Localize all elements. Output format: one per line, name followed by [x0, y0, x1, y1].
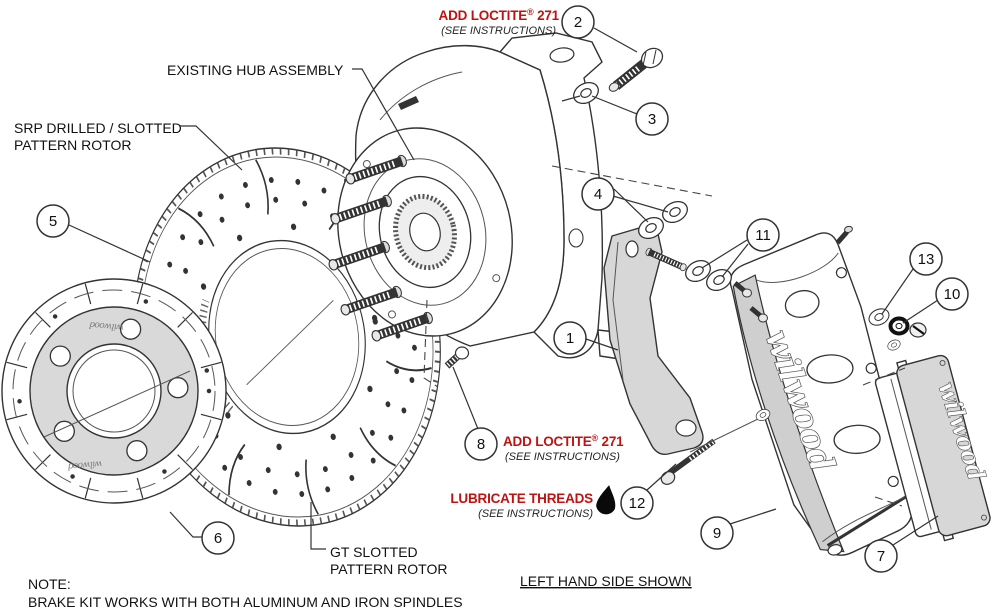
- caliper-bracket: [603, 224, 704, 456]
- bleed-screw: [909, 322, 927, 338]
- svg-text:6: 6: [214, 530, 222, 547]
- leader-lines: [68, 27, 939, 550]
- see-instructions-top: (SEE INSTRUCTIONS): [441, 25, 556, 37]
- callout-11: 11: [746, 218, 780, 252]
- svg-text:4: 4: [594, 186, 602, 203]
- caliper-side-face: [732, 274, 845, 553]
- hub-assembly: [316, 127, 513, 354]
- washer: [658, 196, 692, 228]
- svg-text:13: 13: [918, 251, 935, 268]
- add-loctite-top-label: ADD LOCTITE® 271: [439, 7, 560, 23]
- hub-bolt: [608, 47, 664, 92]
- shield-vent-slot: [398, 96, 419, 110]
- rotor-hat: wilwood wilwood: [1, 278, 227, 504]
- callout-5: 5: [36, 204, 70, 238]
- add-loctite-mid-label: ADD LOCTITE® 271: [503, 433, 624, 449]
- flanged-nut: [888, 316, 910, 336]
- washer: [865, 305, 893, 329]
- brake-pads: wilwood: [874, 354, 992, 542]
- callout-10: 10: [935, 277, 969, 311]
- callout-8: 8: [464, 427, 498, 461]
- callout-4: 4: [581, 177, 615, 211]
- callout-9: 9: [700, 516, 734, 550]
- callout-7: 7: [864, 539, 898, 573]
- small-bolt: [444, 346, 470, 369]
- lubricate-threads-label: LUBRICATE THREADS: [450, 491, 593, 506]
- svg-text:10: 10: [944, 286, 961, 303]
- see-instructions-bottom: (SEE INSTRUCTIONS): [478, 508, 593, 520]
- note-label: NOTE:: [28, 576, 71, 592]
- see-instructions-mid: (SEE INSTRUCTIONS): [505, 451, 620, 463]
- srp-rotor-label-line2: PATTERN ROTOR: [14, 137, 131, 153]
- svg-text:8: 8: [477, 436, 485, 453]
- callout-2: 2: [561, 5, 595, 39]
- svg-text:12: 12: [629, 495, 646, 512]
- svg-text:1: 1: [566, 330, 574, 347]
- callout-12: 12: [620, 486, 654, 520]
- wilwood-logo-hat-bottom: wilwood: [67, 458, 103, 471]
- pad-backing-plate: [896, 354, 991, 537]
- callout-13: 13: [909, 242, 943, 276]
- wilwood-logo-hat-top: wilwood: [89, 319, 125, 332]
- washer: [885, 337, 903, 353]
- pad-retainer-rod: [826, 493, 911, 547]
- callout-1: 1: [553, 321, 587, 355]
- caliper: wilwood: [729, 225, 913, 556]
- callout-6: 6: [201, 521, 235, 555]
- svg-text:3: 3: [648, 111, 656, 128]
- gt-rotor-label-line1: GT SLOTTED: [330, 544, 418, 560]
- existing-hub-label: EXISTING HUB ASSEMBLY: [167, 62, 344, 78]
- caliper-mount-bolts: [733, 281, 768, 323]
- svg-text:9: 9: [713, 525, 721, 542]
- oil-drop-icon: [596, 485, 616, 515]
- svg-text:7: 7: [877, 548, 885, 565]
- construction-lines: [423, 165, 906, 507]
- svg-text:11: 11: [755, 227, 771, 244]
- svg-text:5: 5: [49, 213, 57, 230]
- svg-text:2: 2: [574, 14, 582, 31]
- note-text: BRAKE KIT WORKS WITH BOTH ALUMINUM AND I…: [28, 594, 463, 610]
- left-hand-side-label: LEFT HAND SIDE SHOWN: [520, 573, 692, 589]
- srp-rotor-label-line1: SRP DRILLED / SLOTTED: [14, 120, 182, 136]
- callout-3: 3: [635, 102, 669, 136]
- gt-rotor-label-line2: PATTERN ROTOR: [330, 561, 447, 577]
